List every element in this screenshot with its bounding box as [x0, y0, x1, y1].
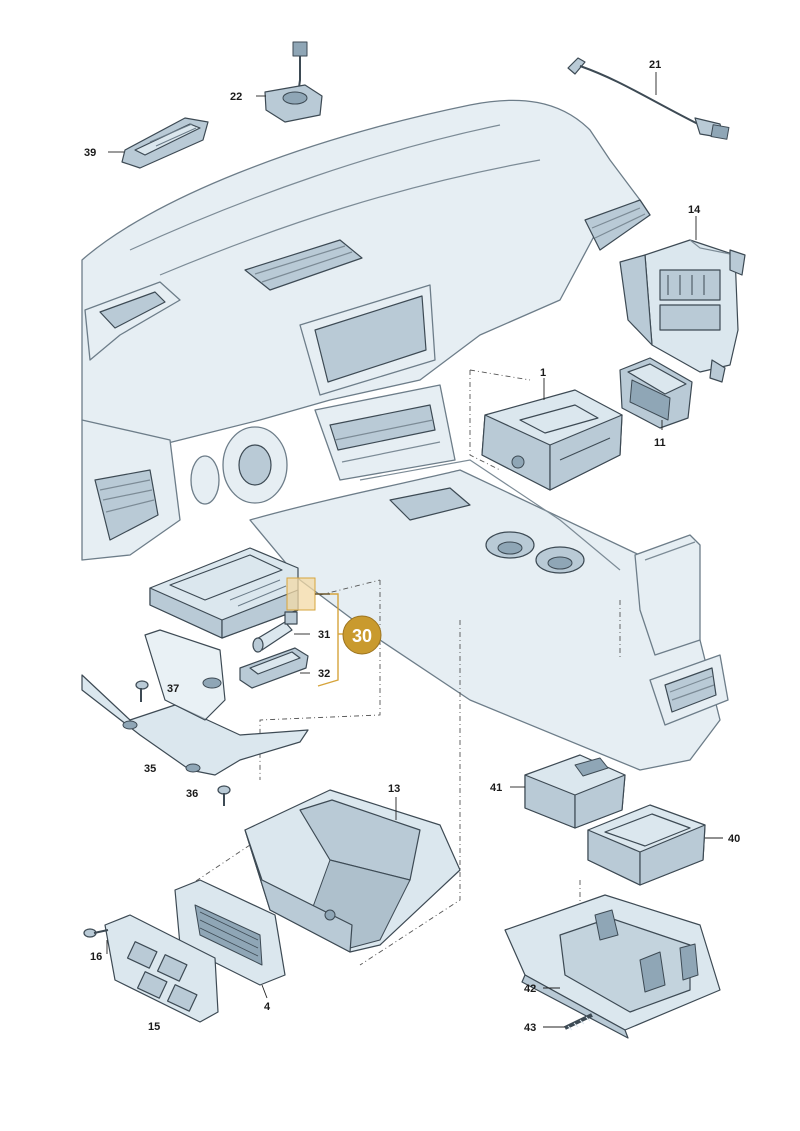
callout-14: 14 — [688, 204, 701, 216]
highlight-bracket — [315, 593, 343, 687]
part-43-spring — [564, 1013, 593, 1031]
callout-32: 32 — [318, 668, 330, 680]
callout-1: 1 — [540, 367, 546, 379]
part-14-relay-carrier — [619, 239, 746, 383]
callout-16: 16 — [90, 951, 102, 963]
callout-4: 4 — [264, 1001, 271, 1013]
callout-43: 43 — [524, 1022, 536, 1034]
part-31-fuse — [252, 611, 298, 653]
part-21-antenna-cable — [567, 57, 730, 140]
callout-11: 11 — [654, 437, 666, 449]
part-15-bracket — [104, 914, 219, 1023]
callout-39: 39 — [84, 147, 96, 159]
part-30-control-module — [149, 547, 316, 639]
part-4-speaker — [174, 879, 286, 986]
callout-40: 40 — [728, 833, 740, 845]
callout-labels: 1 4 11 13 14 15 16 21 22 31 32 35 36 37 … — [84, 59, 740, 1034]
callout-15: 15 — [148, 1021, 160, 1033]
callout-42: 42 — [524, 983, 536, 995]
part-13-storage-compartment — [244, 789, 461, 953]
part-37-screw — [135, 680, 149, 702]
part-42-tray — [504, 894, 721, 1039]
part-16-screw — [83, 928, 109, 938]
part-36-screw — [217, 785, 231, 806]
callout-41: 41 — [490, 782, 502, 794]
callout-36: 36 — [186, 788, 198, 800]
callout-31: 31 — [318, 629, 330, 641]
part-1-control-unit — [481, 389, 623, 491]
part-32-fuse-holder — [239, 647, 309, 689]
callout-35: 35 — [144, 763, 156, 775]
leader-lines — [106, 72, 723, 1028]
part-39-sensor — [121, 117, 209, 169]
part-41-control-unit — [524, 754, 626, 829]
callout-37: 37 — [167, 683, 179, 695]
part-22-connector-module — [264, 41, 323, 123]
part-35-bracket — [81, 629, 309, 776]
callout-22: 22 — [230, 91, 242, 103]
highlight-badge-label: 30 — [352, 626, 372, 646]
dashboard-ghost — [81, 99, 729, 771]
part-11-control-unit — [619, 357, 693, 429]
part-40-control-unit — [587, 804, 706, 886]
callout-21: 21 — [649, 59, 661, 71]
callout-13: 13 — [388, 783, 400, 795]
highlight-badge-30[interactable]: 30 — [342, 615, 382, 655]
